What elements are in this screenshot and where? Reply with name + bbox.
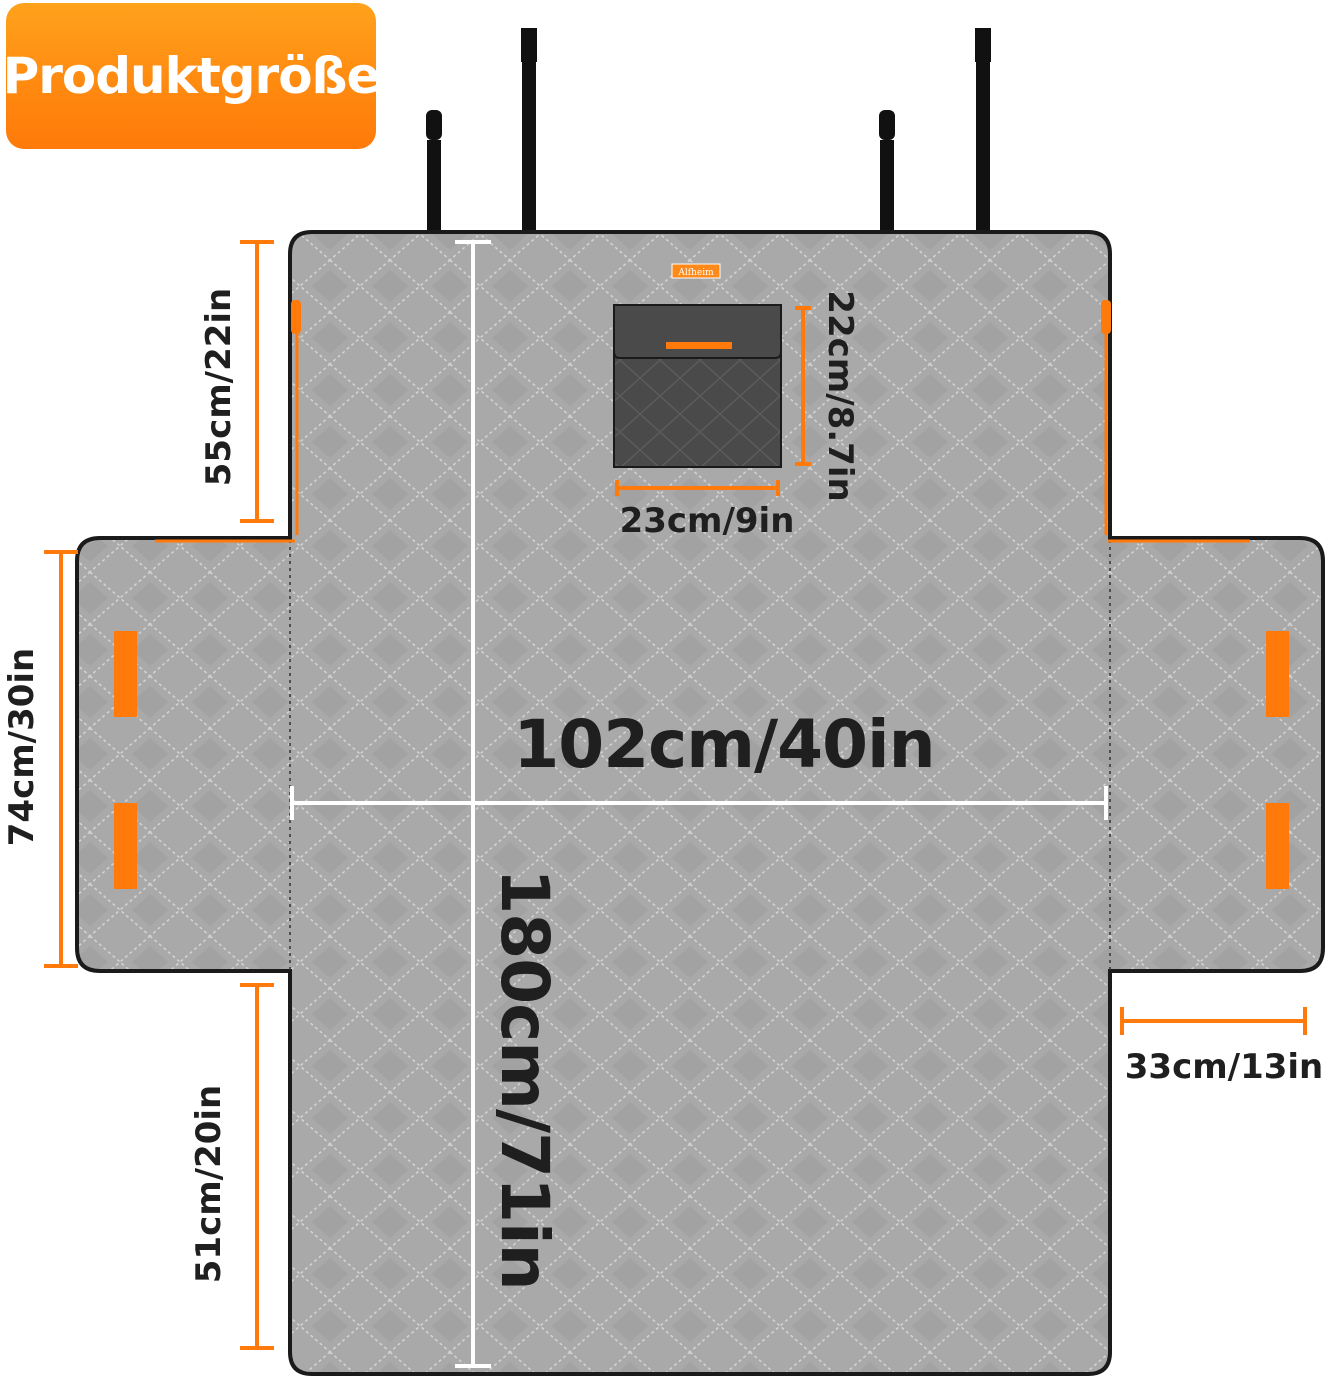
side-handle-right-bottom: [1266, 803, 1289, 889]
zipper-right: [1101, 300, 1250, 543]
brand-tag: [671, 263, 721, 279]
label-side-flap-height: 74cm/30in: [2, 647, 42, 847]
side-flap-height-dimension-line: [44, 550, 78, 968]
bottom-section-dimension-line: [240, 983, 274, 1350]
label-pocket-height: 22cm/8.7in: [820, 290, 860, 502]
badge-label: Produktgröße: [2, 47, 381, 105]
pocket-width-dimension-line: [615, 480, 780, 496]
width-dimension-line: [290, 786, 1108, 820]
storage-pocket: [613, 304, 782, 468]
label-top-section: 55cm/22in: [199, 287, 239, 487]
label-length-total: 180cm/71in: [486, 868, 563, 1290]
brand-logo-text: Alfheim: [677, 268, 714, 278]
side-handle-left-top: [114, 631, 137, 717]
side-handle-left-bottom: [114, 803, 137, 889]
label-side-flap-width: 33cm/13in: [1124, 1047, 1324, 1087]
top-section-dimension-line: [240, 240, 274, 523]
pocket-height-dimension-line: [795, 306, 811, 466]
side-flap-width-dimension-line: [1120, 1007, 1307, 1035]
zipper-left: [155, 300, 301, 543]
label-pocket-width: 23cm/9in: [619, 501, 795, 541]
product-size-badge: Produktgröße: [3, 3, 380, 149]
side-handle-right-top: [1266, 631, 1289, 717]
pocket-pull-tab: [666, 342, 732, 349]
strap-left-long: [518, 28, 540, 262]
strap-right-long: [972, 28, 994, 262]
label-width-total: 102cm/40in: [513, 706, 935, 783]
label-bottom-section: 51cm/20in: [189, 1084, 229, 1284]
